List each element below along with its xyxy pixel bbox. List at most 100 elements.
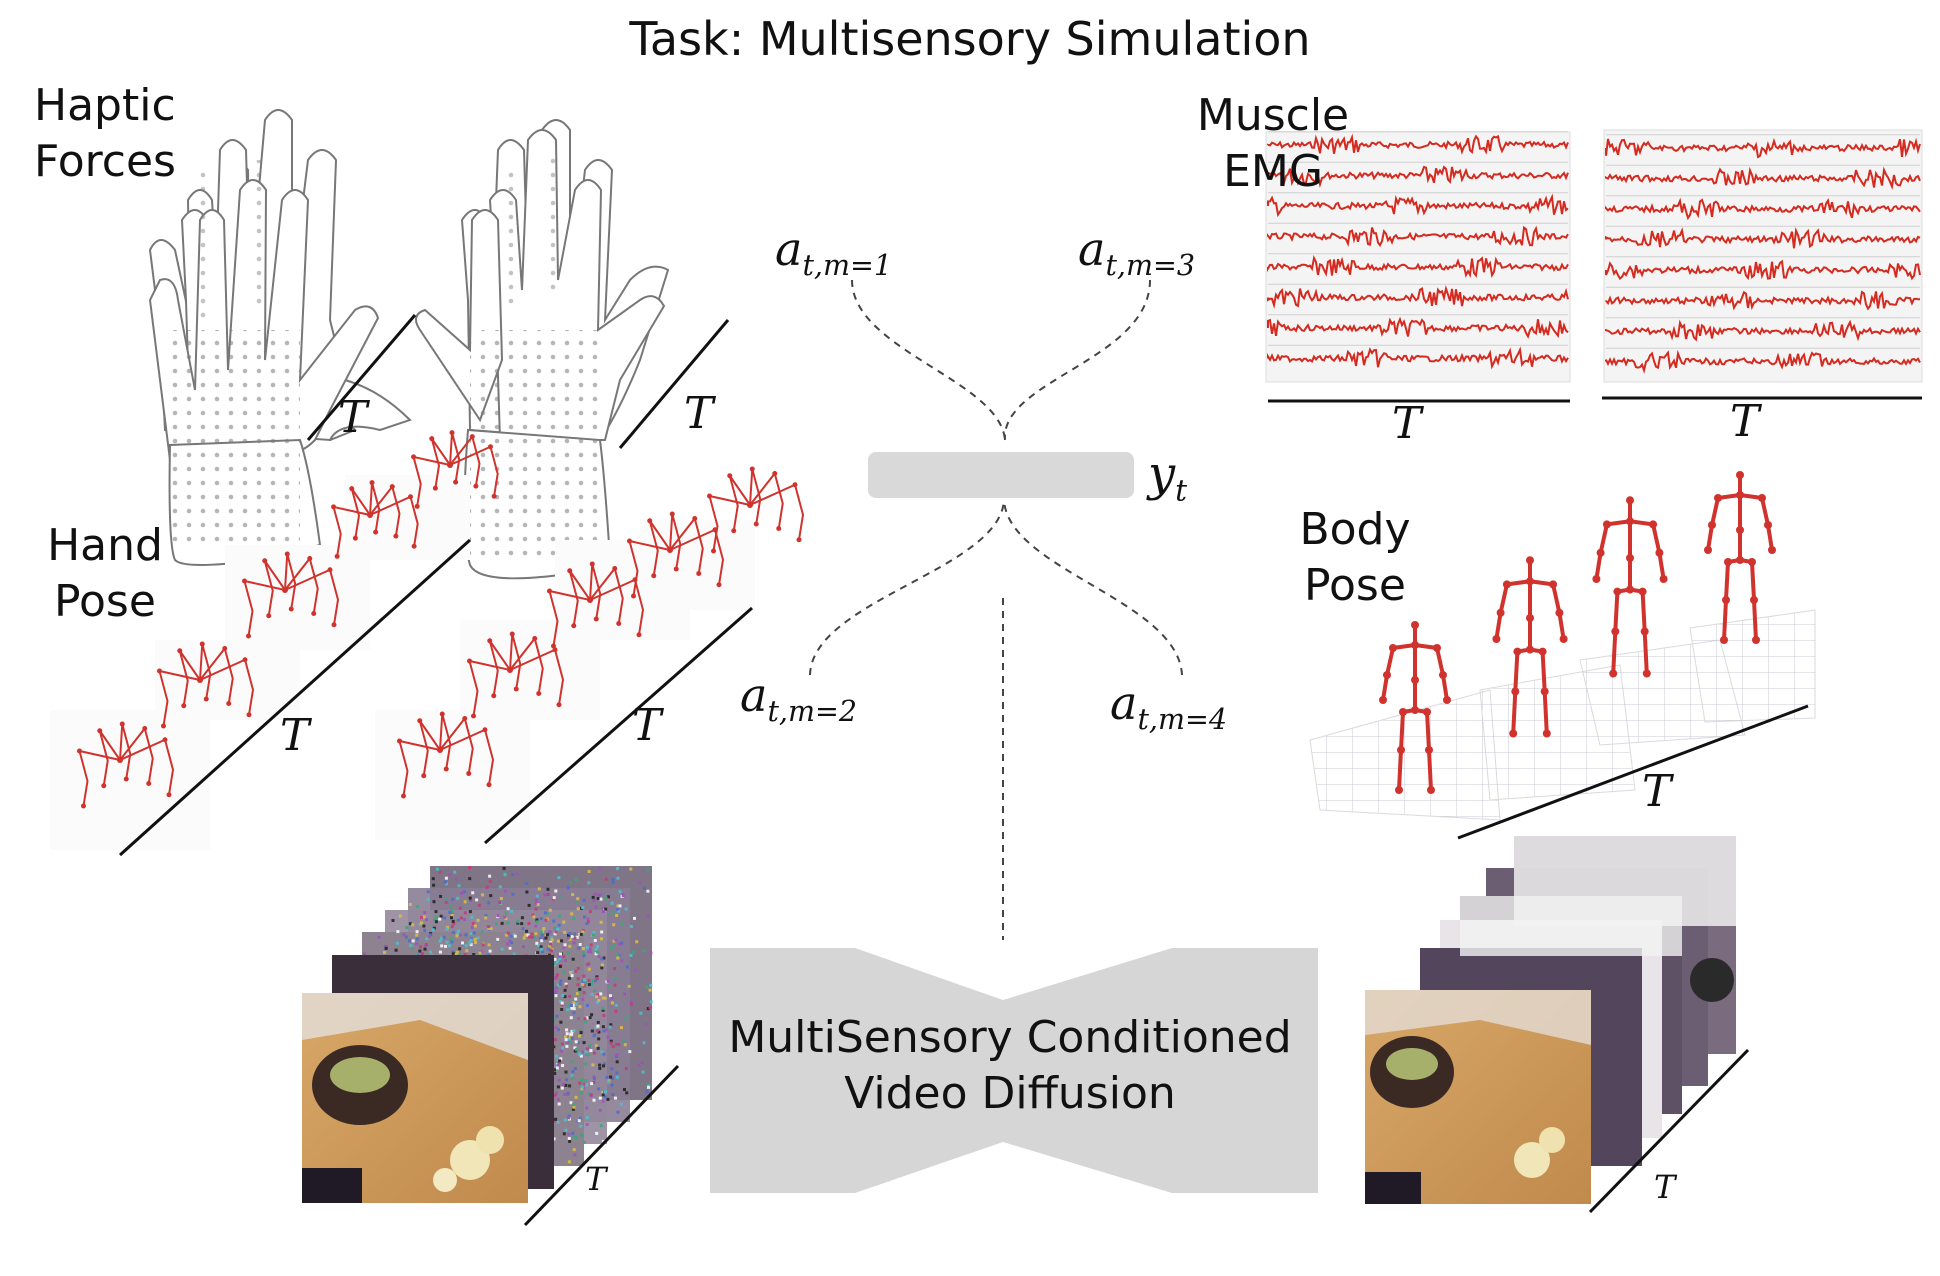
noise-pixel — [592, 933, 596, 937]
noise-pixel — [577, 946, 581, 950]
hand-joint — [222, 646, 228, 651]
noise-pixel — [463, 900, 467, 904]
noise-pixel — [554, 1026, 558, 1030]
noise-pixel — [553, 926, 557, 930]
noise-pixel — [468, 896, 472, 900]
body-joint — [1736, 491, 1744, 499]
y-subscript: t — [1175, 473, 1188, 509]
noise-pixel — [570, 1060, 574, 1064]
noise-pixel — [484, 916, 488, 920]
noise-pixel — [442, 935, 446, 939]
body-joint — [1722, 596, 1730, 604]
t-label-emg-right: T — [1730, 396, 1760, 447]
hand-finger-bone — [263, 560, 286, 616]
noise-pixel — [487, 926, 491, 930]
noise-pixel — [566, 1040, 569, 1044]
time-axis-body — [1457, 704, 1809, 840]
noise-pixel — [534, 924, 538, 928]
noise-pixel — [423, 947, 427, 951]
noise-pixel — [577, 1119, 581, 1123]
noise-pixel — [606, 1097, 610, 1101]
noise-pixel — [447, 944, 451, 948]
hand-joint — [491, 693, 497, 699]
emg-trace — [1267, 165, 1569, 188]
noise-pixel — [588, 910, 592, 914]
noise-pixel — [431, 877, 435, 881]
hand-joint — [593, 616, 599, 622]
noise-pixel — [481, 943, 485, 947]
noise-pixel — [581, 929, 585, 932]
noise-pixel — [609, 994, 612, 998]
diffusion-label: MultiSensory Conditioned Video Diffusion — [700, 1010, 1320, 1122]
noise-pixel — [496, 937, 500, 941]
noise-pixel — [438, 950, 442, 954]
noise-pixel — [579, 1124, 583, 1128]
noise-pixel — [580, 1078, 584, 1082]
noise-pixel — [425, 937, 429, 941]
noise-pixel — [592, 1051, 596, 1055]
noise-pixel — [530, 932, 534, 936]
noise-pixel — [571, 1076, 575, 1080]
noise-pixel — [520, 922, 524, 926]
noise-pixel — [639, 1011, 643, 1015]
noise-pixel — [587, 870, 591, 873]
noise-pixel — [554, 991, 557, 995]
noise-pixel — [573, 1046, 577, 1050]
noise-pixel — [539, 945, 543, 949]
noise-pixel — [578, 987, 582, 991]
noise-pixel — [526, 933, 530, 937]
body-joint — [1511, 687, 1520, 696]
noise-pixel — [546, 947, 550, 951]
body-joint — [1596, 548, 1605, 557]
noise-pixel — [569, 1016, 573, 1020]
noise-pixel — [511, 892, 515, 896]
noise-pixel — [615, 1053, 619, 1057]
noise-pixel — [612, 939, 616, 943]
noise-pixel — [594, 979, 598, 983]
noise-pixel — [464, 944, 468, 948]
noise-pixel — [609, 1075, 613, 1079]
hand-joint — [246, 633, 251, 639]
noise-pixel — [565, 1032, 569, 1036]
noise-pixel — [588, 1043, 592, 1047]
body-joint — [1708, 521, 1716, 529]
a2-base: a — [740, 668, 768, 722]
noise-pixel — [570, 1036, 574, 1040]
noise-pixel — [603, 1062, 607, 1066]
hand-joint — [266, 613, 272, 619]
noise-pixel — [564, 1038, 568, 1042]
noise-pixel — [552, 1119, 556, 1123]
noise-pixel — [567, 1038, 571, 1041]
body-joint — [1613, 587, 1622, 596]
noise-pixel — [602, 1014, 606, 1017]
noise-pixel — [617, 1043, 621, 1046]
hand-finger-bone — [509, 633, 522, 690]
hand-finger-bone — [369, 495, 419, 547]
noise-pixel — [646, 868, 650, 872]
hand-joint — [486, 782, 492, 788]
hand-pose-label: Hand Pose — [40, 518, 170, 630]
emg-trace — [1605, 166, 1921, 191]
noise-pixel — [597, 998, 601, 1002]
noise-pixel — [578, 1116, 582, 1120]
hand-wrist-joint — [507, 667, 513, 673]
noise-pixel — [573, 936, 577, 940]
noise-pixel — [576, 907, 580, 911]
noise-pixel — [570, 1032, 574, 1036]
noise-pixel — [608, 1025, 612, 1029]
noise-pixel — [561, 1064, 565, 1067]
hand-finger-bone — [728, 475, 751, 531]
hand-joint — [567, 568, 573, 574]
noise-pixel — [506, 931, 510, 935]
noise-pixel — [627, 984, 631, 988]
body-joint — [1389, 644, 1397, 652]
noise-pixel — [422, 915, 426, 919]
noise-pixel — [585, 963, 589, 967]
body-joint — [1752, 636, 1760, 644]
noise-pixel — [595, 950, 599, 954]
noise-pixel — [500, 921, 504, 925]
noise-pixel — [556, 1120, 560, 1124]
noise-pixel — [542, 937, 546, 941]
noise-pixel — [516, 920, 520, 924]
noise-pixel — [543, 911, 547, 915]
